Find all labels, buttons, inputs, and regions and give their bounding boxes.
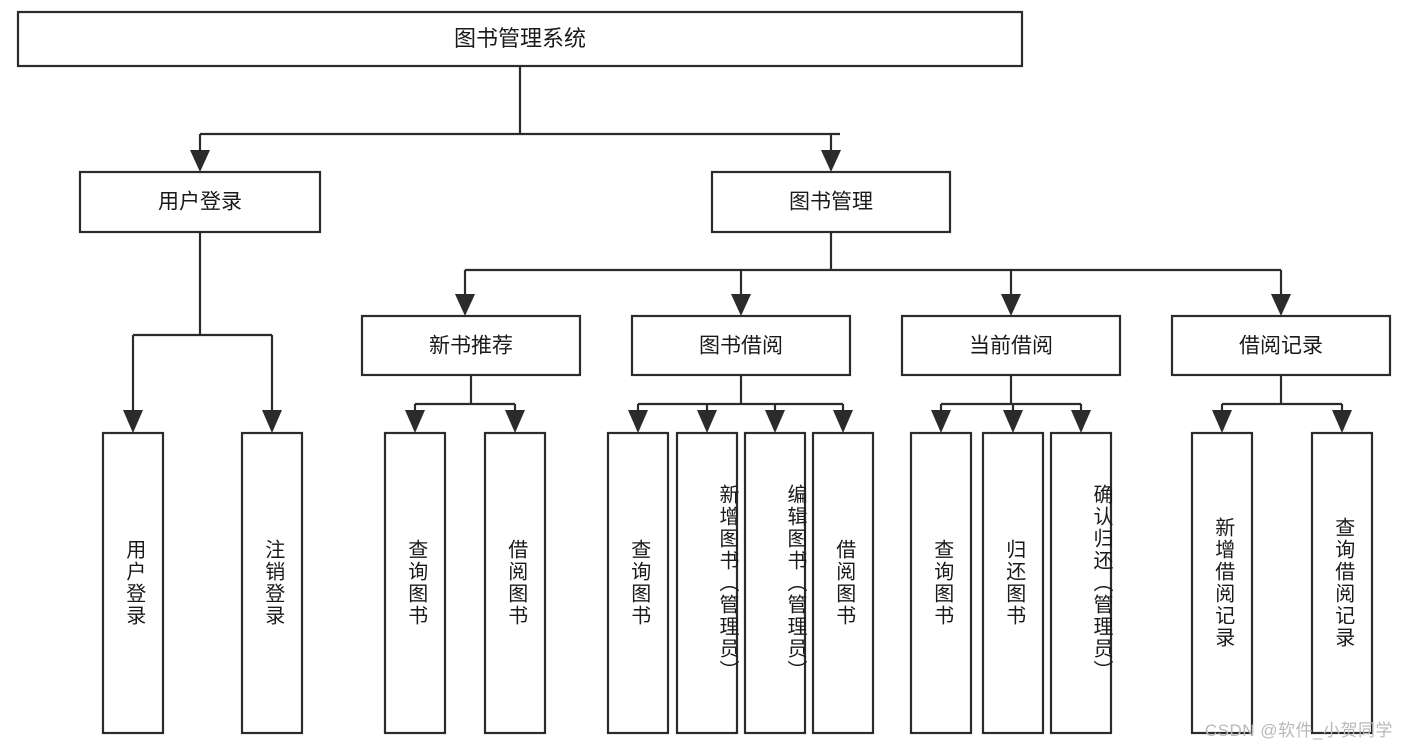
leaf-box[interactable] — [981, 431, 1045, 735]
connector-borrow-record-to-leaves — [1212, 375, 1352, 433]
connector-current-borrow-to-leaves — [931, 375, 1091, 433]
node-borrow-record-label: 借阅记录 — [1239, 335, 1323, 358]
node-new-book-recommend-label: 新书推荐 — [429, 335, 513, 358]
watermark: CSDN @软件_小贺同学 — [1204, 721, 1393, 740]
leaf-box[interactable] — [383, 431, 447, 735]
leaf-box[interactable] — [1049, 431, 1113, 735]
node-current-borrow[interactable]: 当前借阅 — [900, 314, 1122, 377]
connector-user-login-to-leaves — [123, 232, 282, 433]
leaf-box[interactable] — [743, 431, 807, 735]
node-book-management-label: 图书管理 — [789, 191, 873, 214]
node-book-borrow-label: 图书借阅 — [699, 335, 783, 358]
leaf-box[interactable] — [101, 431, 165, 735]
node-new-book-recommend[interactable]: 新书推荐 — [360, 314, 582, 377]
node-book-borrow[interactable]: 图书借阅 — [630, 314, 852, 377]
node-book-management[interactable]: 图书管理 — [710, 170, 952, 234]
leaf-box[interactable] — [811, 431, 875, 735]
connector-borrow-to-leaves — [628, 375, 853, 433]
leaf-box[interactable] — [1310, 431, 1374, 735]
connector-book-mgmt-to-level3 — [455, 232, 1291, 316]
node-root-label: 图书管理系统 — [454, 26, 586, 51]
connector-new-book-to-leaves — [405, 375, 525, 433]
leaf-box[interactable] — [240, 431, 304, 735]
node-current-borrow-label: 当前借阅 — [969, 335, 1053, 358]
connector-root-to-level2 — [190, 66, 841, 172]
node-root[interactable]: 图书管理系统 — [16, 10, 1024, 68]
leaf-box[interactable] — [606, 431, 670, 735]
leaf-box[interactable] — [483, 431, 547, 735]
leaf-boxes — [101, 431, 1374, 735]
node-user-login-label: 用户登录 — [158, 191, 242, 214]
leaf-box[interactable] — [1190, 431, 1254, 735]
leaf-box[interactable] — [909, 431, 973, 735]
leaf-box[interactable] — [675, 431, 739, 735]
node-user-login[interactable]: 用户登录 — [78, 170, 322, 234]
node-borrow-record[interactable]: 借阅记录 — [1170, 314, 1392, 377]
